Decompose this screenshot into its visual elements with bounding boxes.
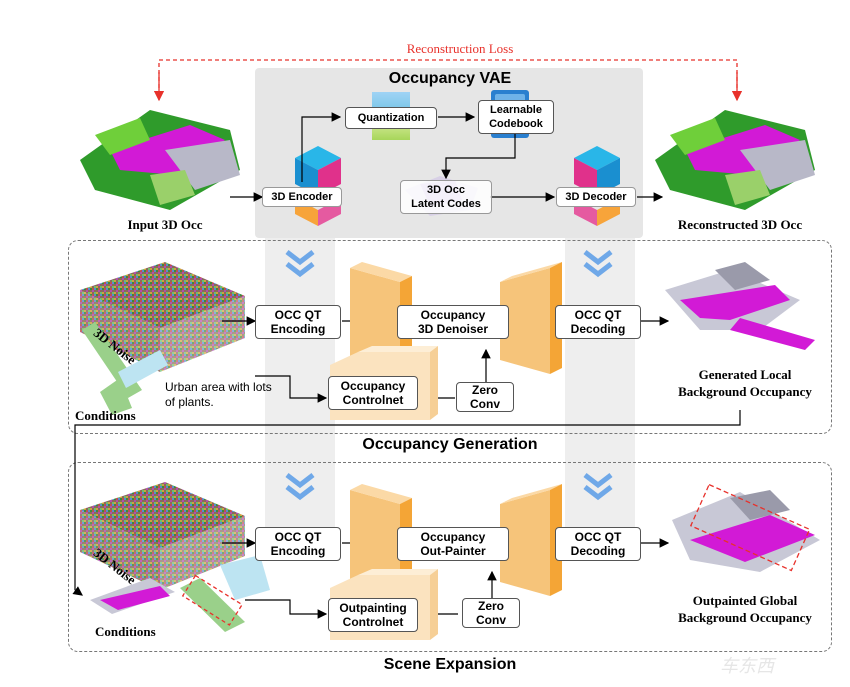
zero-conv-label-1: Zero xyxy=(471,383,498,397)
qt-decoding-box-gen: OCC QT Decoding xyxy=(555,305,641,339)
outpainting-controlnet-box: Outpainting Controlnet xyxy=(328,598,418,632)
conditions-label-gen: Conditions xyxy=(75,408,136,423)
controlnet-label-2: Controlnet xyxy=(342,393,404,407)
qt-encoding-label-2: Encoding xyxy=(270,322,326,336)
encoder-chevron-icon-gen xyxy=(285,250,315,278)
outpainted-global-output-image xyxy=(672,483,820,572)
latent-label-2: Latent Codes xyxy=(411,198,481,210)
denoiser-label-2: 3D Denoiser xyxy=(417,322,489,336)
zero-conv-box-gen: Zero Conv xyxy=(456,382,514,412)
input-occupancy-image xyxy=(80,110,240,210)
decoder-column-strip xyxy=(565,238,635,538)
outpainted-global-label: Outpainted Global Background Occupancy xyxy=(650,592,840,626)
qt-decoding-exp-label-2: Decoding xyxy=(570,544,626,558)
scene-expansion-title: Scene Expansion xyxy=(383,656,517,673)
zero-conv-exp-label-1: Zero xyxy=(477,599,504,613)
watermark-text: 车东西 xyxy=(720,656,777,676)
quantization-label: Quantization xyxy=(357,112,425,124)
decoder-box: 3D Decoder xyxy=(556,187,636,207)
qt-decoding-label-1: OCC QT xyxy=(574,308,622,322)
encoder-label: 3D Encoder xyxy=(271,191,333,203)
outpainted-label-1: Outpainted Global xyxy=(692,593,798,608)
outpainter-label-2: Out-Painter xyxy=(420,544,486,558)
generated-local-label: Generated Local Background Occupancy xyxy=(650,366,840,400)
latent-label-1: 3D Occ xyxy=(427,184,465,196)
controlnet-box: Occupancy Controlnet xyxy=(328,376,418,410)
occupancy-generation-title: Occupancy Generation xyxy=(362,436,538,453)
qt-encoding-exp-label-2: Encoding xyxy=(270,544,326,558)
controlnet-label-1: Occupancy xyxy=(340,379,406,393)
noise-cube-exp xyxy=(80,482,245,590)
outpainting-controlnet-label-2: Controlnet xyxy=(342,615,404,629)
text-prompt: Urban area with lots of plants. xyxy=(165,380,272,409)
decoder-chevron-icon-gen xyxy=(583,250,613,278)
conditions-road-gen xyxy=(82,322,168,415)
qt-encoding-label-1: OCC QT xyxy=(274,308,322,322)
codebook-label-1: Learnable xyxy=(490,104,542,116)
outpainted-label-2: Background Occupancy xyxy=(678,610,812,625)
outpainter-label-1: Occupancy xyxy=(420,530,486,544)
input-occ-label: Input 3D Occ xyxy=(127,217,203,232)
vae-title: Occupancy VAE xyxy=(388,70,512,87)
decoder-cube-icon xyxy=(574,146,620,226)
denoiser-label-1: Occupancy xyxy=(420,308,486,322)
expansion-panel xyxy=(68,462,832,652)
codebook-label-2: Codebook xyxy=(489,118,543,130)
zero-conv-exp-label-2: Conv xyxy=(476,613,506,627)
conditions-label-exp: Conditions xyxy=(95,624,156,639)
qt-encoding-box-gen: OCC QT Encoding xyxy=(255,305,341,339)
generation-panel xyxy=(68,240,832,434)
zero-conv-box-exp: Zero Conv xyxy=(462,598,520,628)
reconstructed-occ-label: Reconstructed 3D Occ xyxy=(677,217,803,232)
zero-conv-label-2: Conv xyxy=(470,397,500,411)
qt-decoding-box-exp: OCC QT Decoding xyxy=(555,527,641,561)
qt-decoding-label-2: Decoding xyxy=(570,322,626,336)
generated-local-output-image xyxy=(665,262,815,350)
denoiser-box: Occupancy 3D Denoiser xyxy=(397,305,509,339)
decoder-label: 3D Decoder xyxy=(565,191,627,203)
outpainter-box: Occupancy Out-Painter xyxy=(397,527,509,561)
latent-codes-box: 3D Occ Latent Codes xyxy=(400,180,492,214)
outpainting-controlnet-label-1: Outpainting xyxy=(339,601,407,615)
qt-encoding-box-exp: OCC QT Encoding xyxy=(255,527,341,561)
reconstructed-occupancy-image xyxy=(655,110,815,210)
decoder-chevron-icon-exp xyxy=(583,473,613,501)
conditions-map-exp xyxy=(90,555,270,632)
loss-label: Reconstruction Loss xyxy=(406,41,514,56)
encoder-chevron-icon-exp xyxy=(285,473,315,501)
qt-encoding-exp-label-1: OCC QT xyxy=(274,530,322,544)
noise-cube-gen xyxy=(80,262,245,372)
generated-label-1: Generated Local xyxy=(698,367,792,382)
quantization-box: Quantization xyxy=(345,107,437,129)
encoder-box: 3D Encoder xyxy=(262,187,342,207)
codebook-box: Learnable Codebook xyxy=(478,100,554,134)
qt-decoding-exp-label-1: OCC QT xyxy=(574,530,622,544)
generated-label-2: Background Occupancy xyxy=(678,384,812,399)
